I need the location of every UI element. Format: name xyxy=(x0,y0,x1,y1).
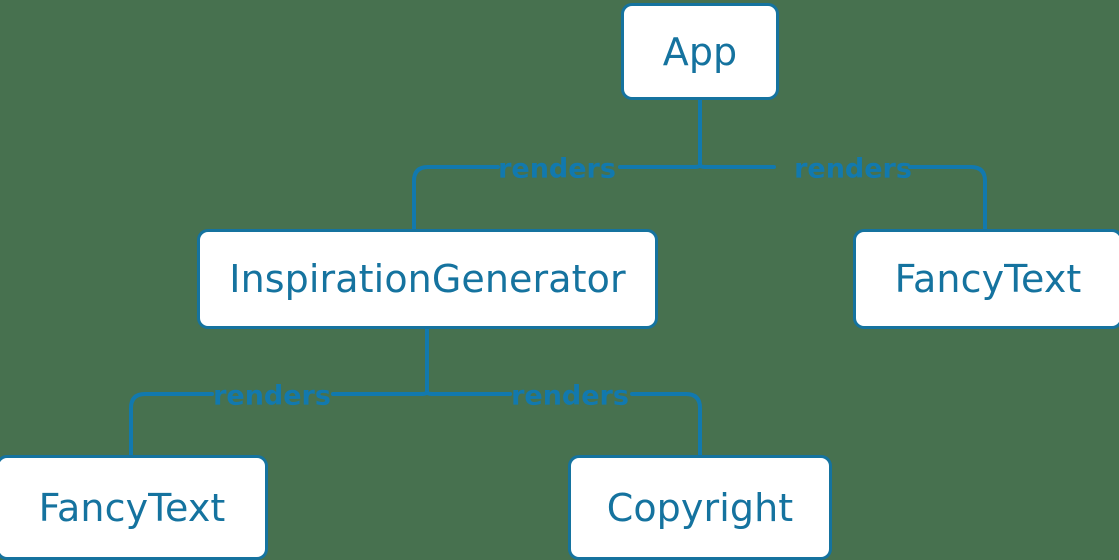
node-fancytext-left[interactable]: FancyText xyxy=(0,455,268,560)
node-inspirationgenerator[interactable]: InspirationGenerator xyxy=(197,229,658,329)
node-fancytext-left-label: FancyText xyxy=(38,485,226,530)
node-copyright-label: Copyright xyxy=(606,485,794,530)
node-fancytext-right[interactable]: FancyText xyxy=(853,229,1119,329)
edge-inspgen-bus-left xyxy=(129,392,214,457)
edge-app-bus-mid-left xyxy=(618,163,702,169)
edge-inspgen-bus-right xyxy=(630,392,702,457)
edge-label-inspirationgenerator-fancytext: renders xyxy=(213,380,331,412)
edge-inspgen-bus-mid-left xyxy=(331,390,429,396)
edge-app-bus-left xyxy=(412,165,500,231)
edge-label-app-fancytext: renders xyxy=(794,153,912,185)
node-inspirationgenerator-label: InspirationGenerator xyxy=(229,257,626,301)
node-fancytext-right-label: FancyText xyxy=(894,257,1082,301)
node-copyright[interactable]: Copyright xyxy=(568,455,832,560)
edge-app-bus-mid-right xyxy=(698,163,776,169)
node-app[interactable]: App xyxy=(621,3,779,100)
node-app-label: App xyxy=(662,29,738,74)
edge-app-bus-right xyxy=(908,165,987,231)
edge-label-app-inspirationgenerator: renders xyxy=(498,153,616,185)
edge-label-inspirationgenerator-copyright: renders xyxy=(511,380,629,412)
edge-inspgen-bus-mid-right xyxy=(425,390,512,396)
